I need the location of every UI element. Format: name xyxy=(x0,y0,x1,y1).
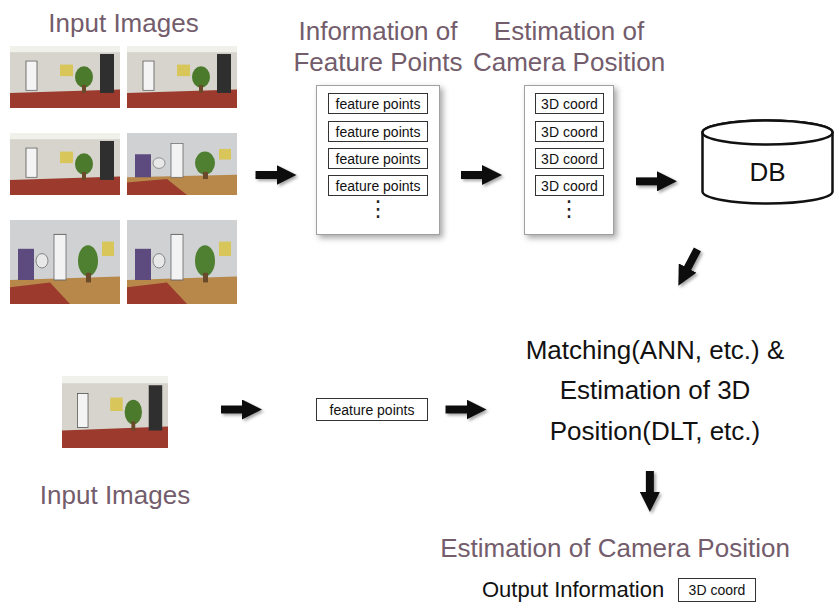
process-label: Matching(ANN, etc.) & Estimation of 3D P… xyxy=(505,330,805,451)
entry-text: feature points xyxy=(330,403,415,417)
cylinder-top xyxy=(703,121,833,145)
photo xyxy=(127,46,237,108)
ellipsis: ⋮ xyxy=(525,198,613,220)
entry-text: 3D coord xyxy=(541,125,598,139)
entry-text: 3D coord xyxy=(541,152,598,166)
list-heading: Estimation of Camera Position xyxy=(471,16,667,78)
database-label: DB xyxy=(749,158,785,187)
query-photo xyxy=(62,376,168,448)
coordinate-entry: 3D coord xyxy=(535,175,604,196)
feature-box: feature points xyxy=(316,398,428,421)
feature-entry: feature points xyxy=(328,121,428,142)
output-box: 3D coord xyxy=(678,578,756,602)
entry-text: 3D coord xyxy=(689,583,746,597)
feature-entry: feature points xyxy=(328,148,428,169)
flow-arrow xyxy=(256,171,278,179)
flow-arrow xyxy=(461,171,483,179)
feature-list: Information of Feature Points⋮feature po… xyxy=(316,85,440,235)
flow-arrow xyxy=(687,249,697,268)
entry-text: feature points xyxy=(336,179,421,193)
entry-text: feature points xyxy=(336,97,421,111)
entry-text: feature points xyxy=(336,125,421,139)
flow-arrow xyxy=(221,406,243,414)
coordinate-list: Estimation of Camera Position⋮3D coord3D… xyxy=(524,85,614,235)
coordinate-entry: 3D coord xyxy=(535,148,604,169)
output-label: Output Information xyxy=(482,577,664,603)
photo xyxy=(10,133,120,195)
flow-arrow xyxy=(636,177,658,185)
list-heading: Information of Feature Points xyxy=(280,16,476,78)
image-group: Input Images xyxy=(10,8,237,306)
query-image: Input Images xyxy=(62,376,168,448)
image-label: Input Images xyxy=(5,480,225,511)
flow-arrow xyxy=(646,471,654,493)
photo xyxy=(127,133,237,195)
process-text: Matching(ANN, etc.) & Estimation of 3D P… xyxy=(505,330,805,451)
ellipsis: ⋮ xyxy=(317,198,439,220)
entry-text: 3D coord xyxy=(541,97,598,111)
output-block: Estimation of Camera PositionOutput Info… xyxy=(410,533,820,607)
entry-text: feature points xyxy=(336,152,421,166)
coordinate-entry: 3D coord xyxy=(535,93,604,114)
database-cylinder: DB xyxy=(700,118,835,206)
feature-entry: feature points xyxy=(328,175,428,196)
group-heading: Input Images xyxy=(10,8,237,39)
flow-arrow xyxy=(446,406,468,414)
coordinate-entry: 3D coord xyxy=(535,121,604,142)
output-heading: Estimation of Camera Position xyxy=(410,533,820,564)
feature-entry: feature points xyxy=(328,93,428,114)
photo xyxy=(10,220,120,304)
entry-text: 3D coord xyxy=(541,179,598,193)
photo xyxy=(127,220,237,304)
cylinder-body xyxy=(703,121,833,204)
photo xyxy=(10,46,120,108)
